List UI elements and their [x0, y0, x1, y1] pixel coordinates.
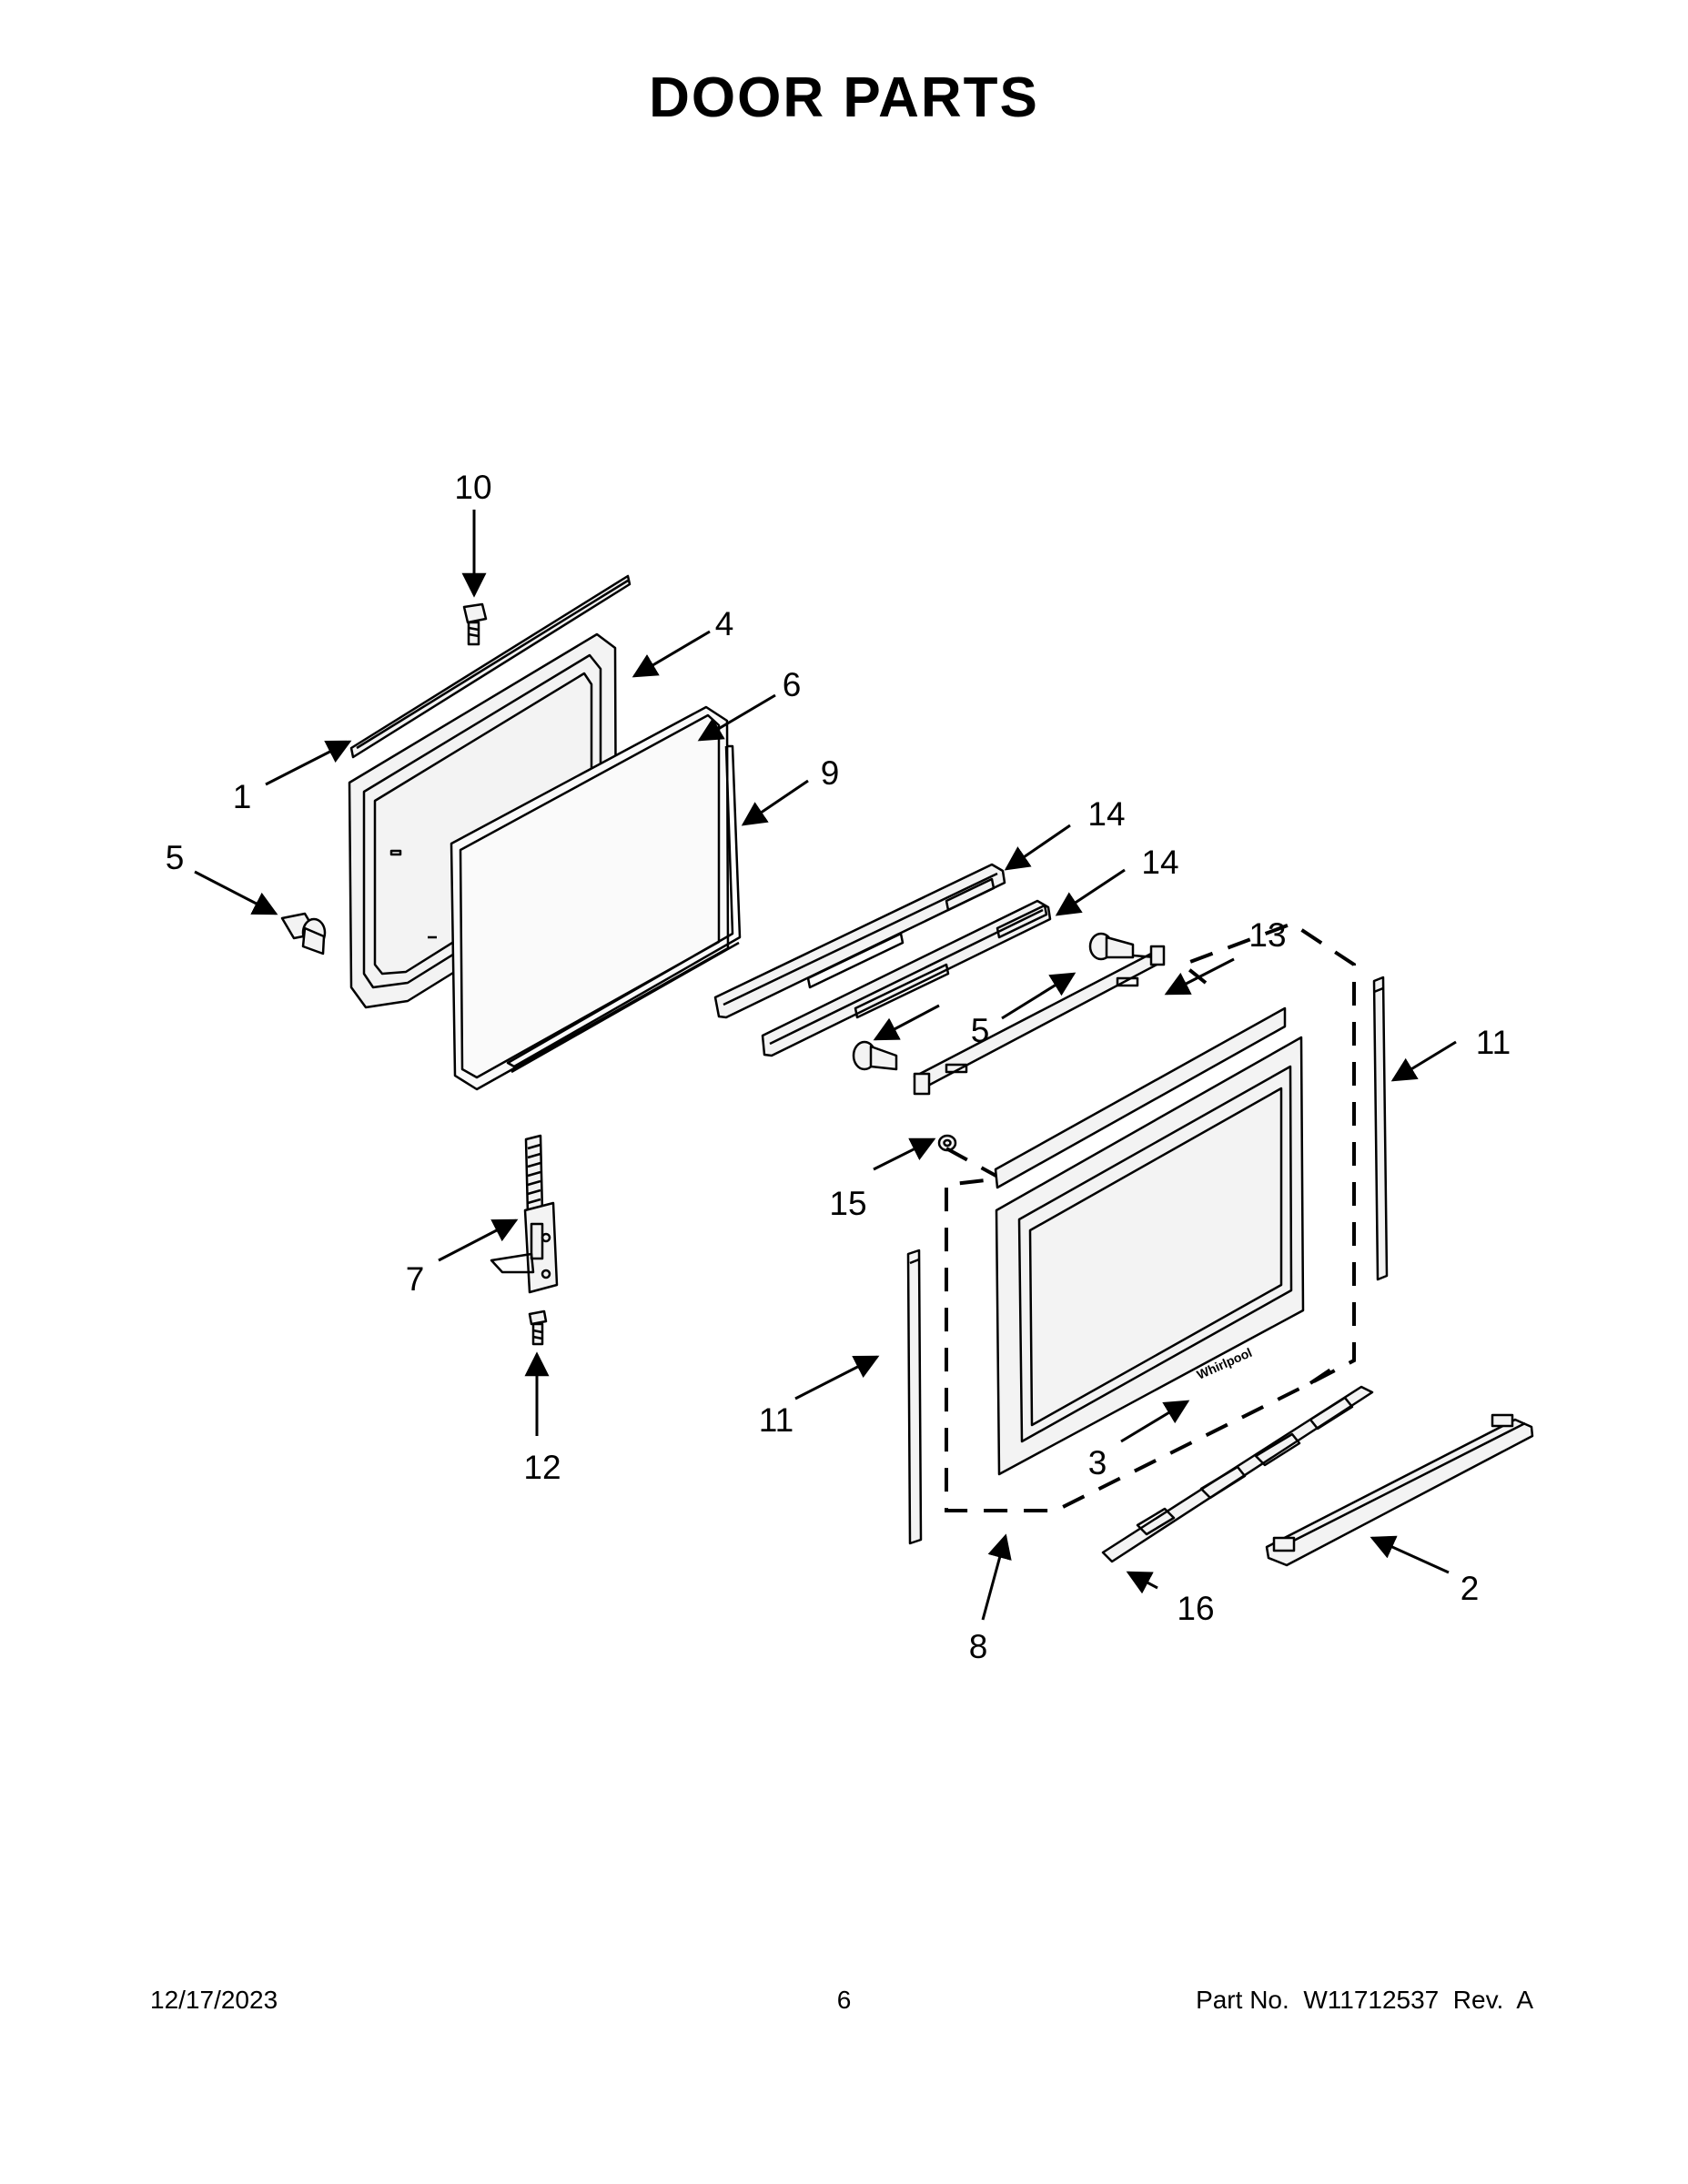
page-title: DOOR PARTS [649, 66, 1039, 129]
callout-6: 6 [783, 666, 802, 703]
leader-lines [194, 510, 1457, 1621]
part-4-inner-door-frame [348, 632, 618, 1009]
callout-10: 10 [454, 469, 491, 506]
part-10-screw [462, 602, 488, 646]
part-9-gasket [506, 744, 742, 1074]
footer-part-number: Part No. W11712537 Rev. A [1196, 1986, 1533, 2014]
part-8-outer-door-panel: Whirlpool [994, 1006, 1305, 1476]
callout-12: 12 [523, 1449, 561, 1486]
part-12-screw [528, 1309, 548, 1346]
callout-16: 16 [1177, 1590, 1214, 1627]
callout-1: 1 [233, 778, 252, 815]
callout-5-right: 5 [971, 1012, 990, 1049]
callout-13: 13 [1248, 916, 1286, 954]
part-15-washer [937, 1134, 957, 1152]
callout-8: 8 [969, 1628, 988, 1665]
callout-14-lower: 14 [1141, 844, 1178, 881]
part-5-right-upper-screw [1088, 932, 1135, 961]
part-16-bottom-bracket [1101, 1385, 1374, 1563]
callout-7: 7 [406, 1260, 425, 1298]
part-1-top-trim [349, 574, 632, 759]
callout-15: 15 [829, 1185, 866, 1222]
part-11-left-trim [906, 1249, 923, 1545]
footer-page-number: 6 [836, 1986, 852, 2014]
part-14-lower-channel [761, 899, 1052, 1057]
part-5-right-lower-screw [852, 1040, 898, 1071]
part-5-left-screw [280, 912, 327, 956]
part-7-hinge [490, 1134, 559, 1294]
part-2-handle [1265, 1413, 1534, 1567]
callout-9: 9 [821, 754, 840, 792]
callout-4: 4 [715, 605, 734, 642]
part-13-hinge-rail [913, 945, 1166, 1096]
callout-5-left: 5 [166, 839, 185, 876]
callout-11-left: 11 [759, 1401, 793, 1439]
callout-3: 3 [1088, 1444, 1107, 1481]
callout-14-upper: 14 [1087, 795, 1125, 833]
footer-date: 12/17/2023 [150, 1986, 278, 2014]
part-8-outer-door-outline [945, 921, 1356, 1512]
callout-labels: 10 4 6 9 1 5 14 14 13 5 11 15 7 11 12 3 … [166, 469, 1511, 1665]
callout-11-right: 11 [1476, 1024, 1511, 1061]
callout-2: 2 [1461, 1570, 1480, 1607]
part-11-right-trim [1372, 976, 1389, 1281]
part-14-upper-channel [713, 863, 1006, 1019]
